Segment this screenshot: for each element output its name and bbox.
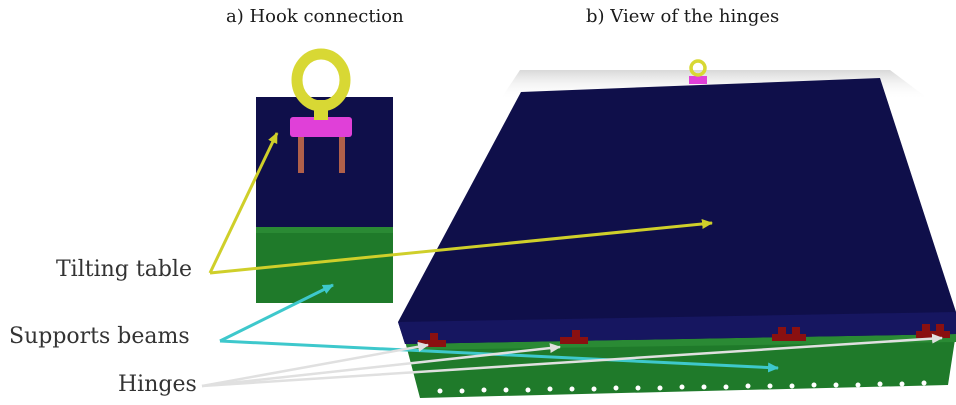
bolt (298, 135, 304, 173)
arrows-hinges (201, 333, 943, 388)
title-hook-connection: a) Hook connection (226, 6, 404, 27)
hook-connection-panel (256, 48, 393, 303)
hinges-view-panel (398, 59, 956, 398)
label-hinges: Hinges (118, 372, 197, 397)
hook-small (689, 59, 707, 84)
arrows-tilting-table (208, 132, 713, 275)
beam-holes (437, 380, 927, 394)
label-tilting-table: Tilting table (56, 257, 192, 282)
hook-plate (290, 117, 352, 137)
tilting-table (398, 78, 956, 344)
bolt (339, 135, 345, 173)
label-supports-beams: Supports beams (9, 324, 190, 349)
title-view-of-hinges: b) View of the hinges (586, 6, 780, 27)
